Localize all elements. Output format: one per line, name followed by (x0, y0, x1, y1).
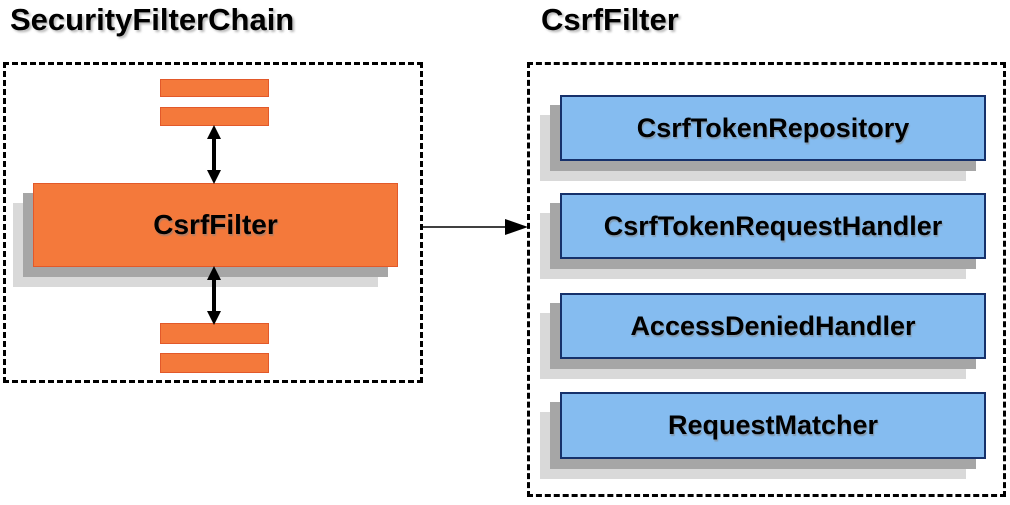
filter-stub-bar (160, 79, 269, 97)
up-down-arrow-icon (207, 266, 221, 325)
component-node-access-denied-handler: AccessDeniedHandler (560, 293, 986, 359)
component-label: CsrfTokenRepository (636, 112, 910, 143)
csrf-filter-frame (527, 62, 1006, 497)
filter-stub-bar (160, 353, 269, 373)
component-label: RequestMatcher (667, 410, 879, 440)
component-label: CsrfTokenRequestHandler (603, 210, 943, 241)
csrf-filter-node: CsrfFilter (33, 183, 398, 267)
right-arrow-icon (423, 219, 528, 235)
component-node-csrf-token-repository: CsrfTokenRepository (560, 95, 986, 161)
component-node-request-matcher: RequestMatcher (560, 392, 986, 459)
component-label: AccessDeniedHandler (630, 310, 916, 341)
component-node-csrf-token-request-handler: CsrfTokenRequestHandler (560, 193, 986, 259)
csrf-filter-node-label: CsrfFilter (153, 209, 278, 240)
up-down-arrow-icon (207, 125, 221, 184)
filter-stub-bar (160, 323, 269, 344)
filter-stub-bar (160, 107, 269, 126)
security-filter-chain-frame (3, 62, 423, 383)
security-filter-chain-title: SecurityFilterChain (10, 2, 295, 37)
csrf-filter-title: CsrfFilter (541, 2, 679, 37)
